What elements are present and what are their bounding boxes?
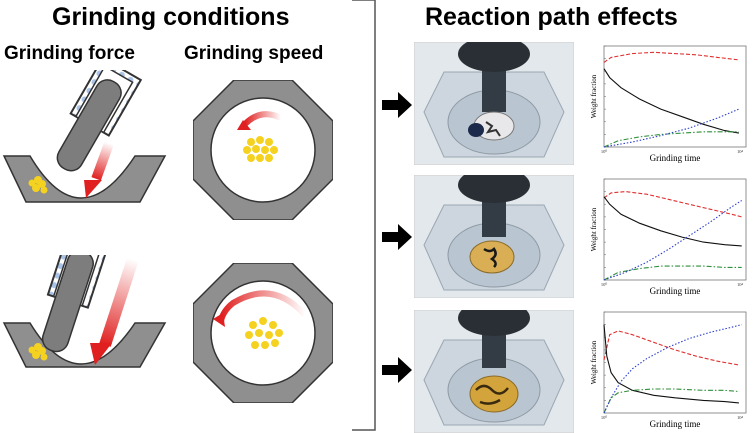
plot-frame bbox=[603, 178, 747, 281]
x-tick-label: 10⁰ bbox=[601, 282, 608, 287]
series-line-red bbox=[603, 51, 739, 63]
ball-cluster bbox=[243, 136, 278, 162]
series-line-black bbox=[603, 324, 739, 404]
right-title: Reaction path effects bbox=[425, 3, 678, 31]
series-line-red bbox=[603, 191, 742, 218]
x-axis-label: Grinding time bbox=[650, 419, 701, 429]
arrow-row-3 bbox=[382, 357, 412, 383]
y-axis-label: Weight fraction bbox=[590, 74, 598, 118]
pestle bbox=[56, 79, 122, 172]
grinding-force-strong-diagram bbox=[2, 255, 167, 368]
series-line-black bbox=[603, 196, 742, 247]
y-axis-label: Weight fraction bbox=[590, 340, 598, 384]
ball-cluster bbox=[28, 343, 48, 361]
grinding-force-light-diagram bbox=[2, 70, 167, 203]
mortar-shape bbox=[2, 155, 167, 203]
row-arrows bbox=[382, 92, 412, 383]
x-tick-label: 10⁴ bbox=[737, 282, 744, 287]
pestle bbox=[41, 255, 94, 353]
rotation-arrow-short bbox=[242, 111, 283, 127]
rotation-arrow-long bbox=[218, 290, 308, 322]
x-axis-label: Grinding time bbox=[650, 286, 701, 296]
ball-cluster bbox=[28, 176, 48, 194]
photo-mill-1 bbox=[414, 42, 574, 165]
series-line-green bbox=[603, 265, 742, 281]
ball-cluster bbox=[245, 317, 283, 349]
x-tick-label: 10⁰ bbox=[601, 149, 608, 154]
x-axis-label: Grinding time bbox=[650, 153, 701, 163]
y-axis-label: Weight fraction bbox=[590, 207, 598, 251]
series-line-blue bbox=[603, 200, 742, 281]
grinding-force-label: Grinding force bbox=[4, 43, 135, 64]
chart-2: 10⁰ 10⁴ Grinding time Weight fraction bbox=[590, 178, 747, 296]
arrow-row-2 bbox=[382, 224, 412, 250]
series-line-red bbox=[603, 330, 739, 366]
grinding-speed-label: Grinding speed bbox=[184, 43, 324, 64]
left-title: Grinding conditions bbox=[52, 3, 290, 31]
series-line-blue bbox=[603, 324, 742, 414]
photo-mill-3 bbox=[414, 310, 574, 433]
grinding-speed-slow-diagram bbox=[193, 80, 333, 220]
chart-1: 10⁰ 10⁴ Grinding time Weight fraction bbox=[590, 45, 747, 163]
force-arrow-small bbox=[84, 141, 114, 198]
series-line-blue bbox=[603, 108, 740, 148]
photo-mill-2 bbox=[414, 175, 574, 298]
x-tick-label: 10⁰ bbox=[601, 415, 608, 420]
arrow-row-1 bbox=[382, 92, 412, 118]
mortar-shape bbox=[2, 322, 167, 368]
series-line-green bbox=[603, 131, 739, 148]
force-arrow-large bbox=[90, 257, 139, 365]
series-line-black bbox=[603, 68, 739, 134]
x-tick-label: 10⁴ bbox=[737, 415, 744, 420]
grinding-speed-fast-diagram bbox=[193, 263, 333, 403]
x-tick-label: 10⁴ bbox=[737, 149, 744, 154]
chart-3: 10⁰ 10⁴ Grinding time Weight fraction bbox=[590, 311, 747, 429]
